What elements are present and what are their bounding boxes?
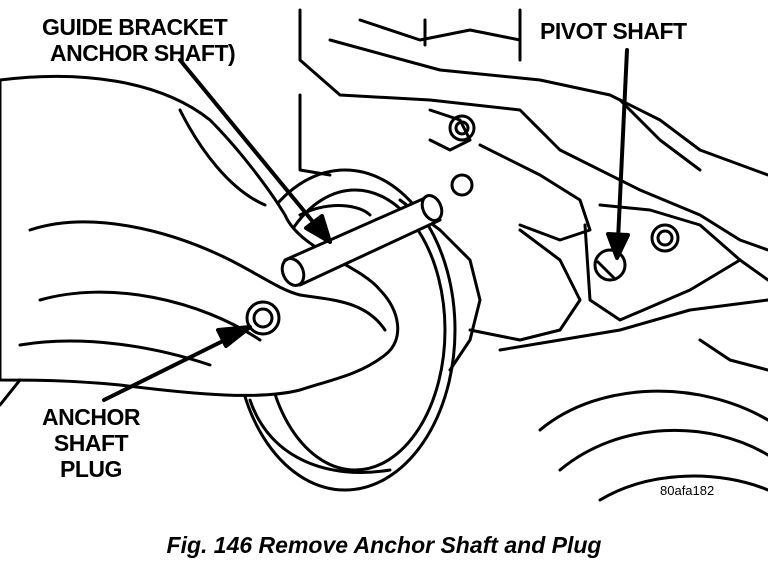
guide-bracket-anchor-shaft-label: GUIDE BRACKET ANCHOR SHAFT): [42, 14, 236, 66]
technician-hand: [0, 74, 400, 407]
callout-arrows: [102, 48, 630, 402]
anchor-shaft-plug-label: ANCHOR SHAFT PLUG: [42, 404, 140, 482]
case-bolt: [650, 223, 680, 253]
transmission-drawing: [0, 8, 768, 502]
anchor-plug-arrowhead: [216, 325, 252, 348]
transmission-case: [298, 8, 768, 502]
label-line: GUIDE BRACKET: [42, 14, 228, 40]
pivot-shaft-arrowhead: [606, 232, 630, 260]
label-line: ANCHOR SHAFT): [50, 40, 236, 66]
anchor-shaft: [280, 194, 444, 287]
guide-bracket-leader: [178, 58, 320, 230]
guide-bracket-arrowhead: [304, 214, 332, 244]
anchor-plug-leader: [102, 333, 237, 402]
anchor-shaft-plug: [245, 300, 281, 336]
pivot-shaft-leader: [616, 48, 629, 242]
case-bolt: [448, 114, 476, 197]
label-line: PLUG: [60, 456, 122, 482]
label-line: ANCHOR: [42, 404, 140, 430]
label-line: SHAFT: [53, 430, 129, 456]
figure-code: 80afa182: [660, 483, 715, 498]
pivot-shaft-label: PIVOT SHAFT: [540, 18, 687, 44]
figure-caption: Fig. 146 Remove Anchor Shaft and Plug: [166, 532, 602, 558]
